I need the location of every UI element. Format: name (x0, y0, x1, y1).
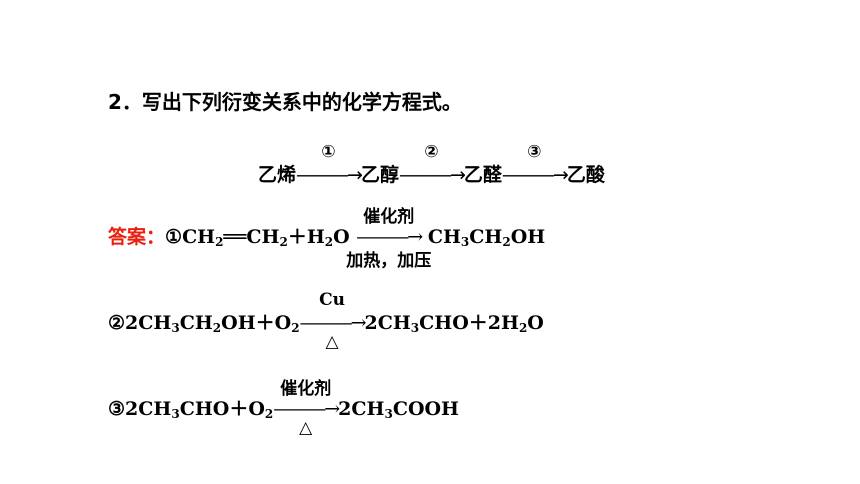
answer-equation-1: 答案：①CH2══CH2＋H2O 催化剂———→加热，加压 CH3CH2OH (108, 207, 545, 271)
eq3-number: ③ (108, 398, 126, 420)
eq3-heat: △ (299, 418, 313, 438)
chain-step-1: ①———→ (296, 142, 363, 186)
eq2-heat: △ (325, 332, 339, 352)
eq1-arrow: ———→ (356, 226, 423, 248)
eq2-arrow: ———→ (299, 312, 367, 334)
eq1-condition: 催化剂———→ 加热，加压 (346, 207, 431, 271)
eq1-number: ① (165, 226, 183, 248)
chain-ethanol: 乙醇 (360, 164, 399, 186)
chain-step-1-label: ① (321, 142, 336, 162)
chain-arrow-3: ———→ (501, 164, 569, 186)
chain-arrow-2: ———→ (398, 164, 466, 186)
answer-label: 答案： (108, 226, 166, 248)
eq2-catalyst: Cu (319, 290, 345, 310)
eq3-catalyst: 催化剂 (280, 379, 332, 399)
eq3-arrow: ———→ (273, 398, 340, 420)
chain-acetaldehyde: 乙醛 (463, 164, 502, 186)
chain-acetic-acid: 乙酸 (566, 164, 605, 186)
chain-ethylene: 乙烯 (258, 164, 297, 186)
eq3-condition: 催化剂———→△ (273, 379, 340, 438)
eq1-conditions: 加热，加压 (346, 251, 432, 271)
chain-arrow-1: ———→ (296, 164, 363, 186)
eq2-condition: Cu———→△ (299, 290, 367, 352)
eq2-number: ② (108, 312, 126, 334)
question-text: 2．写出下列衍变关系中的化学方程式。 (108, 90, 462, 114)
chain-step-2: ②———→ (398, 142, 466, 186)
chain-step-3: ③———→ (501, 142, 569, 186)
eq1-catalyst: 催化剂 (363, 207, 415, 227)
chain-step-2-label: ② (424, 142, 439, 162)
chain-step-3-label: ③ (527, 142, 542, 162)
